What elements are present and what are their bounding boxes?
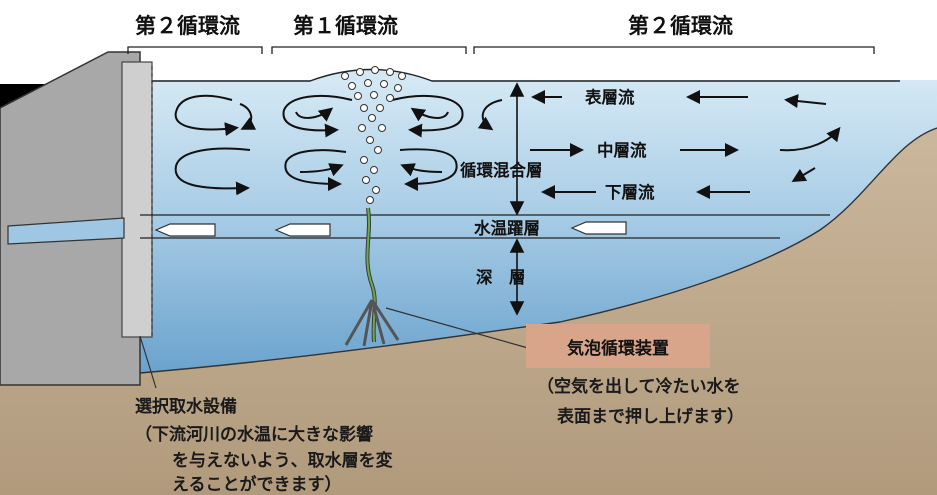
mixing-layer-label: 循環混合層 [460,160,543,180]
device-desc-line1: （空気を出して冷たい水を [537,376,741,397]
device-title: 気泡循環装置 [567,338,669,359]
layer-lines [140,214,830,239]
flow-arrows [477,90,841,199]
header-second-circulation-left: 第２循環流 [135,14,240,38]
intake-leader-line [139,335,157,389]
intake-desc-line1: （下流河川の水温に大きな影響 [135,424,373,445]
deep-layer-arrow [509,238,525,316]
lower-flow-label: 下層流 [605,182,655,202]
header-second-circulation-right: 第２循環流 [628,14,733,38]
ground-edge [127,127,937,375]
thermocline-label: 水温躍層 [474,218,540,238]
intake-desc-line2: を与えないよう、取水層を変 [172,450,393,471]
device-leader-line [385,307,529,349]
deep-layer-label: 深 層 [476,267,526,287]
surface-flow-label: 表層流 [585,87,635,107]
header-first-circulation: 第１循環流 [293,14,398,38]
intake-flow-arrows [154,221,627,237]
ground [0,128,937,495]
middle-flow-label: 中層流 [597,140,647,160]
mixing-layer-arrow [509,82,525,216]
device-desc-line2: 表面まで押し上げます） [557,406,744,427]
outlet-pipe [7,217,125,245]
intake-title: 選択取水設備 [135,396,237,417]
circulation-arrows [174,94,464,196]
air-bubbles [341,66,406,204]
header-brackets [127,46,875,54]
intake-desc-line3: えることができます） [172,474,342,495]
intake-facility [121,61,153,338]
device-label-box: 気泡循環装置 [526,324,710,368]
bubble-device [344,207,400,347]
sky-band [0,0,937,84]
